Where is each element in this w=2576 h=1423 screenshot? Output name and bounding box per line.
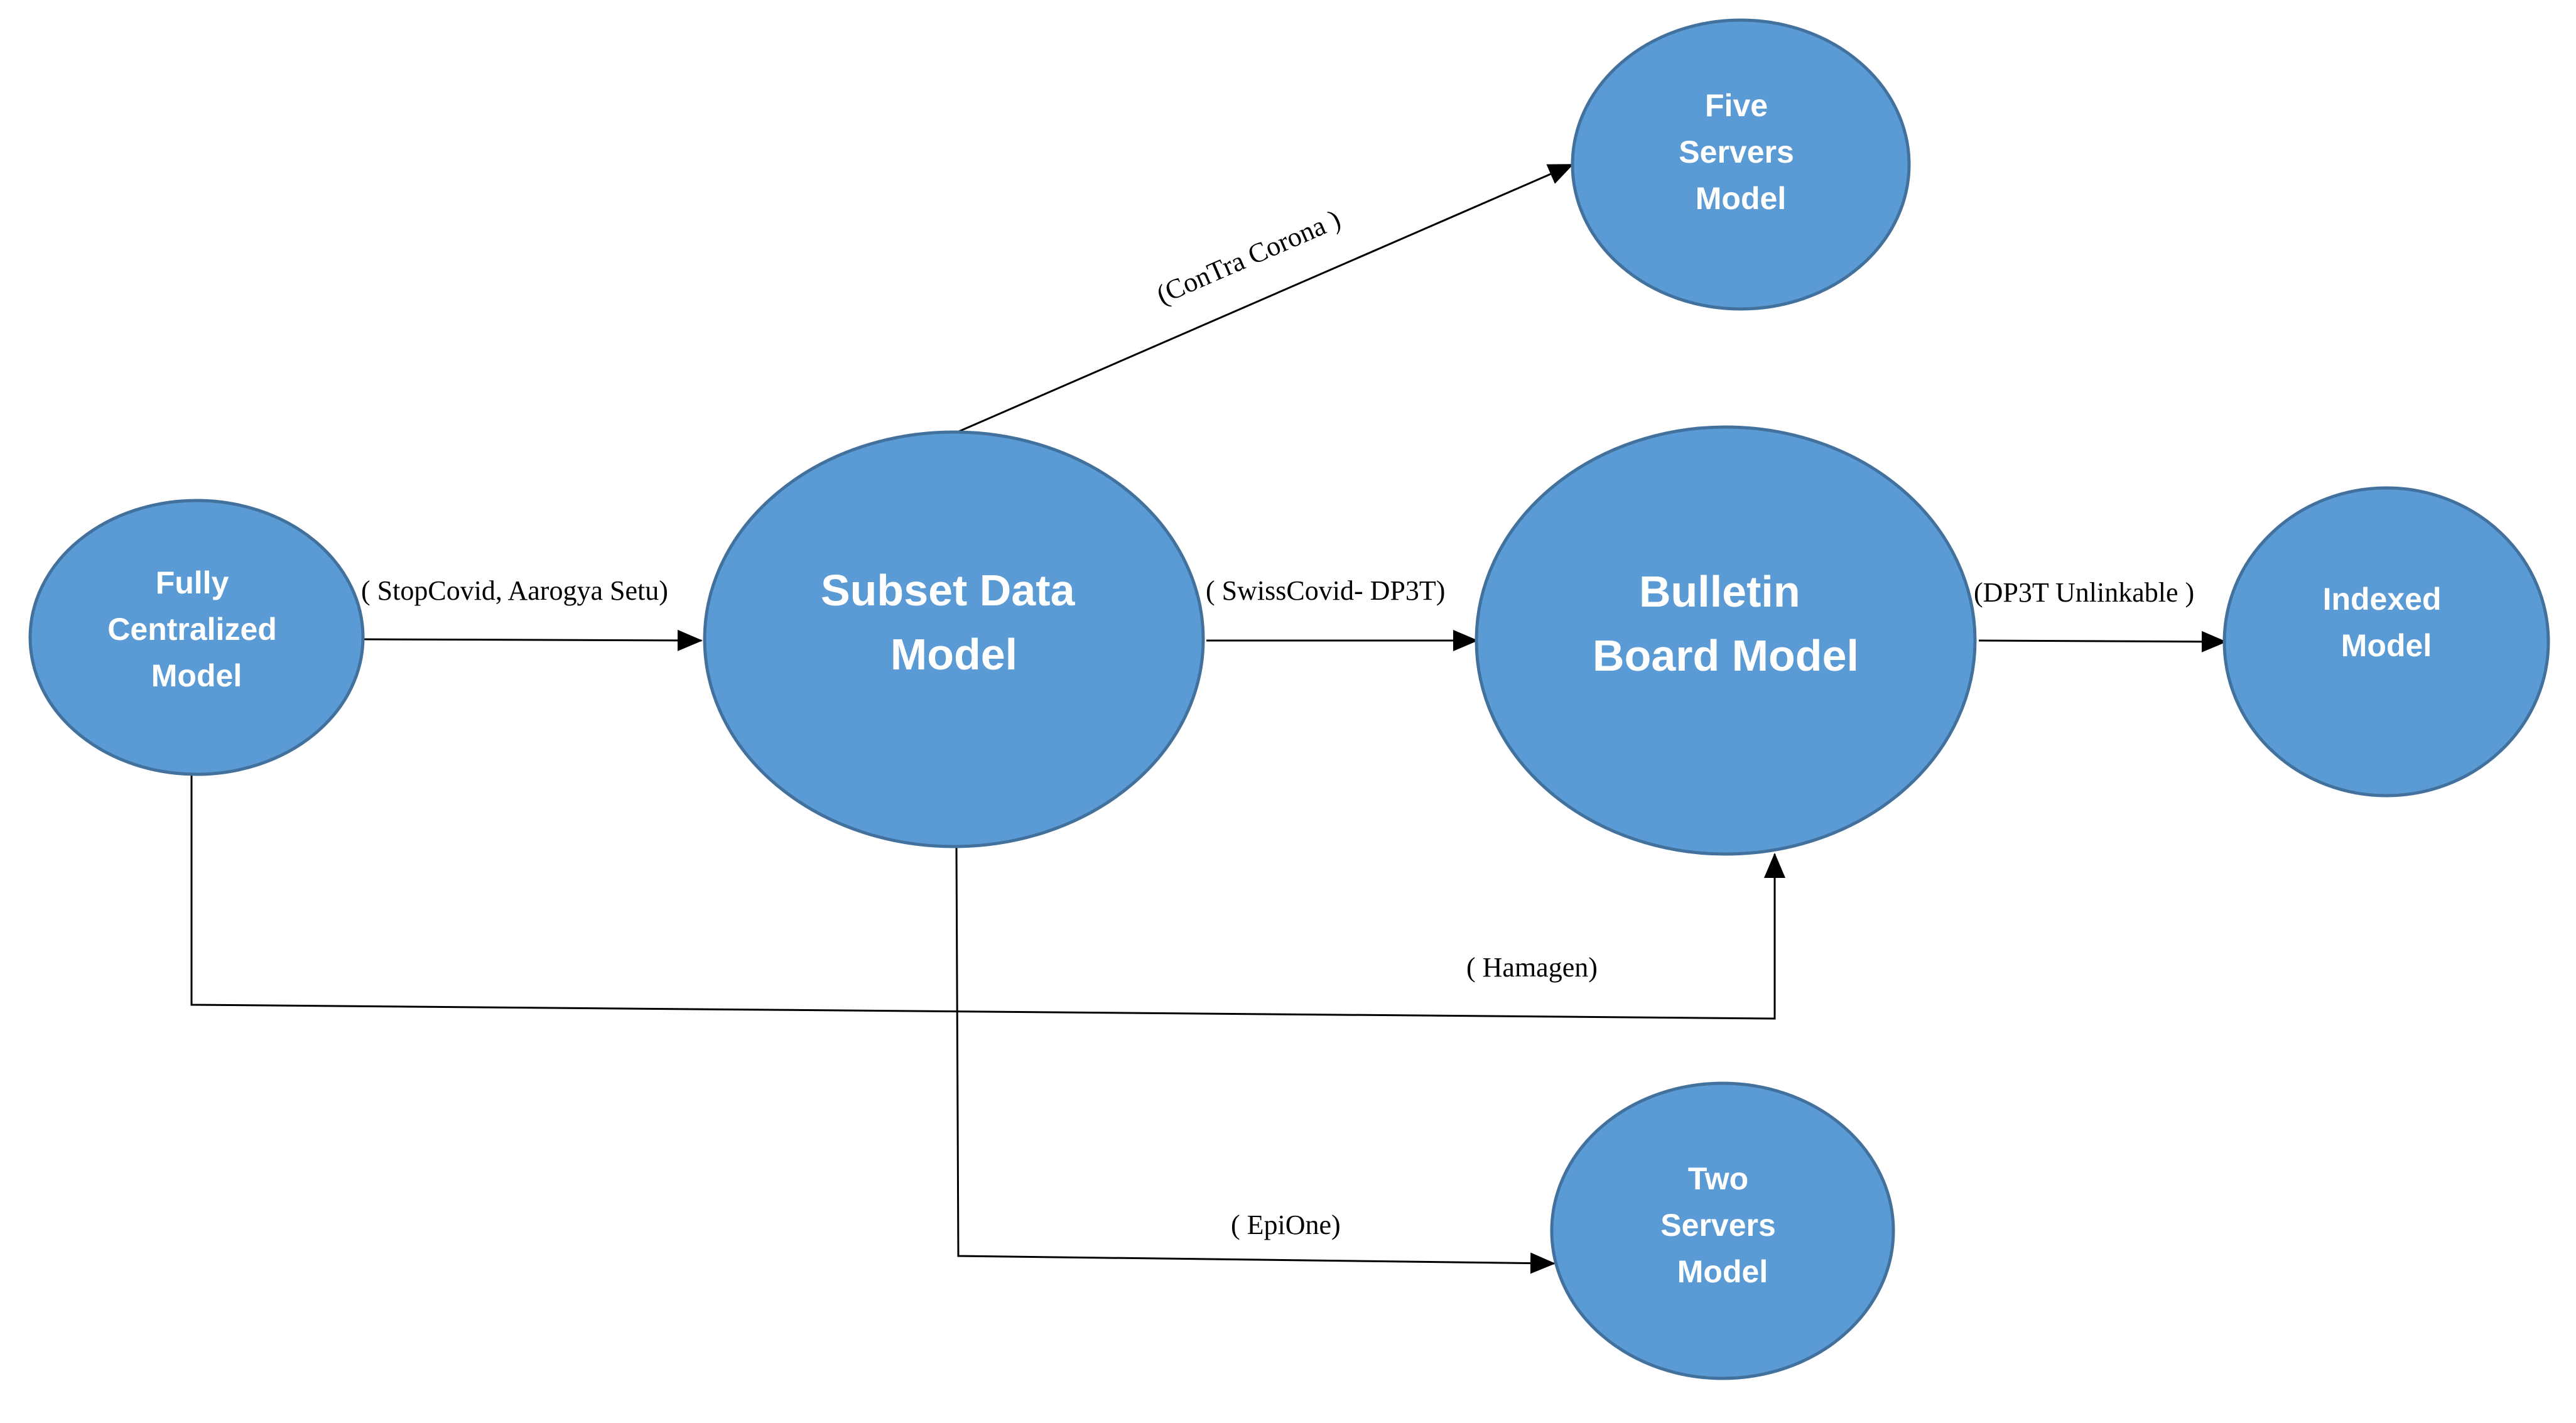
node-label: Five Servers Model <box>1679 88 1802 216</box>
node-label-line: Servers <box>1679 134 1794 170</box>
node-label-line: Indexed <box>2323 582 2442 617</box>
edge-label-contra: (ConTra Corona ) <box>1152 203 1345 310</box>
node-shape <box>1475 425 1977 856</box>
node-two-servers: Two Servers Model <box>1550 1081 1895 1380</box>
node-label: Fully Centralized Model <box>107 565 285 693</box>
node-subset-data: Subset Data Model <box>703 430 1205 848</box>
node-label-line: Model <box>1677 1254 1768 1289</box>
edge-epione <box>955 846 1556 1274</box>
node-label-line: Model <box>890 630 1017 679</box>
node-label: Bulletin Board Model <box>1593 567 1859 680</box>
node-label-line: Model <box>2341 628 2432 663</box>
edge-stopcovid <box>364 629 703 651</box>
node-label-line: Model <box>151 658 242 693</box>
node-label-line: Model <box>1696 181 1786 216</box>
node-shape <box>703 430 1205 848</box>
node-five-servers: Five Servers Model <box>1571 18 1911 311</box>
node-label: Indexed Model <box>2323 582 2450 663</box>
node-shape <box>1571 18 1911 311</box>
node-label-line: Five <box>1705 88 1768 123</box>
node-label-line: Servers <box>1660 1208 1776 1243</box>
edge-contra <box>954 163 1574 435</box>
edge-label-epione: ( EpiOne) <box>1231 1209 1341 1240</box>
node-label-line: Bulletin <box>1639 567 1800 616</box>
edge-label-swisscovid: ( SwissCovid- DP3T) <box>1206 575 1445 606</box>
node-label: Two Servers Model <box>1660 1161 1784 1289</box>
node-label-line: Two <box>1688 1161 1748 1196</box>
node-bulletin-board: Bulletin Board Model <box>1475 425 1977 856</box>
node-label: Subset Data Model <box>821 566 1087 679</box>
node-shape <box>28 499 365 776</box>
node-label-line: Fully <box>156 565 229 600</box>
node-shape <box>1550 1081 1895 1380</box>
node-label-line: Centralized <box>107 612 277 647</box>
edge-label-stopcovid: ( StopCovid, Aarogya Setu) <box>361 575 668 606</box>
node-shape <box>2222 486 2550 798</box>
edge-dp3t-unlinkable <box>1978 630 2227 652</box>
node-fully-centralized: Fully Centralized Model <box>28 499 365 776</box>
edge-label-dp3t-unlinkable: (DP3T Unlinkable ) <box>1974 577 2194 608</box>
edges <box>190 163 2227 1274</box>
edge-hamagen <box>190 776 1785 1020</box>
edge-label-hamagen: ( Hamagen) <box>1466 952 1598 983</box>
node-label-line: Subset Data <box>821 566 1076 615</box>
node-label-line: Board Model <box>1593 631 1859 680</box>
node-indexed: Indexed Model <box>2222 486 2550 798</box>
